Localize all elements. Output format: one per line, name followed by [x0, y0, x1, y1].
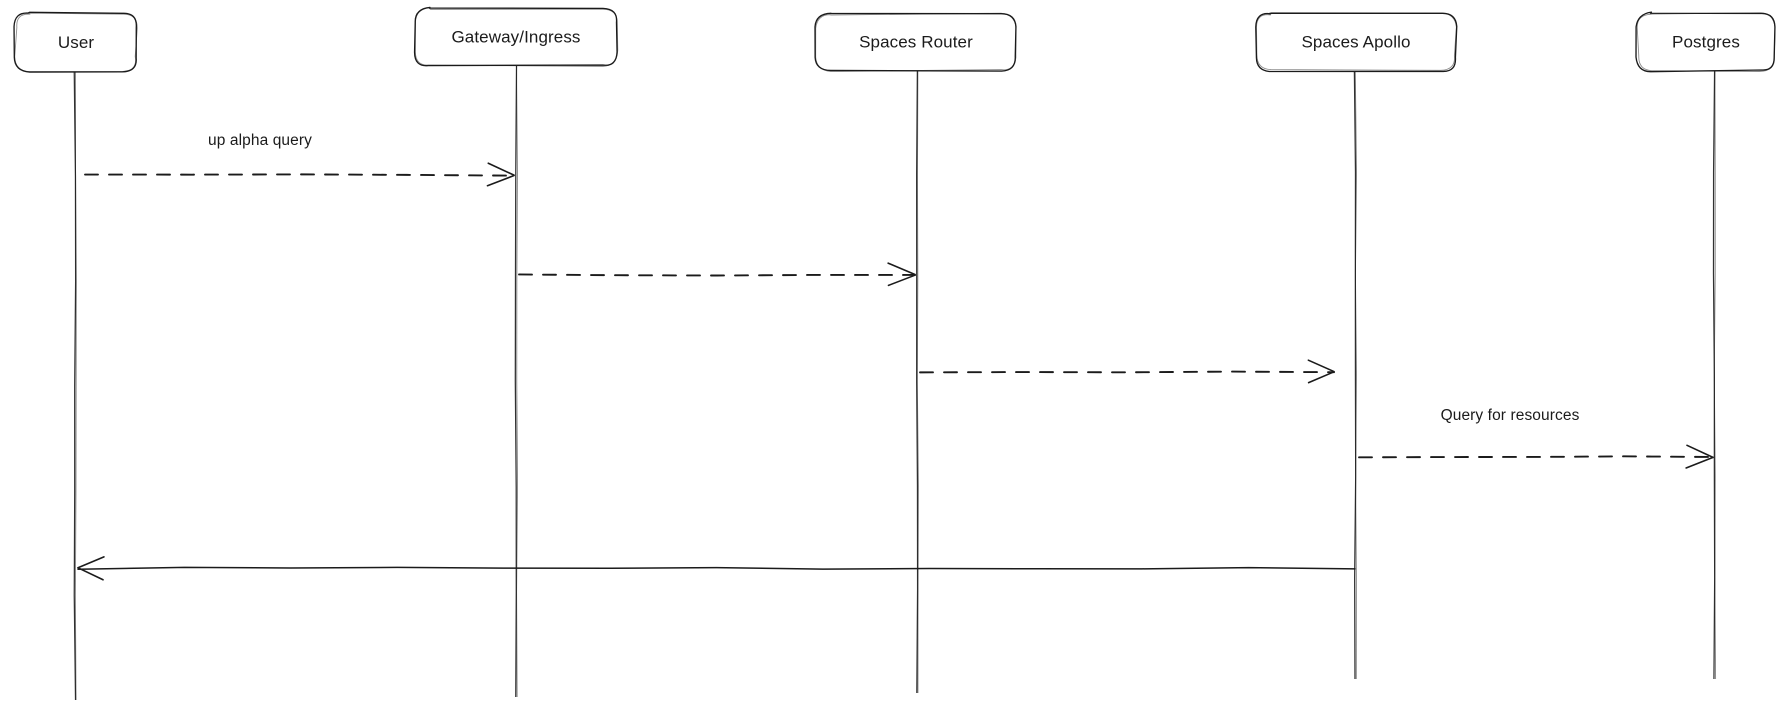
message-msg-4[interactable]: Query for resources [1358, 407, 1714, 469]
participant-spaces-apollo[interactable]: Spaces Apollo [1255, 12, 1458, 73]
participant-box-outline-secondary [1636, 12, 1776, 72]
message-line [919, 370, 1335, 374]
participant-box-outline-secondary [815, 12, 1017, 72]
lifelines-layer [73, 65, 1717, 701]
participant-box-fill [1637, 13, 1775, 71]
participant-box-outline [1255, 12, 1458, 73]
message-line [77, 566, 1356, 570]
participant-box-fill [1256, 13, 1456, 71]
participant-box-fill [816, 13, 1016, 71]
participant-box-outline-secondary [14, 12, 138, 73]
arrow-head-upper [487, 162, 515, 176]
participant-postgres[interactable]: Postgres [1635, 11, 1776, 73]
message-line [1358, 455, 1714, 459]
message-label: Query for resources [1441, 407, 1580, 424]
arrow-head-msg-1 [486, 162, 515, 187]
arrow-head-upper [1686, 444, 1714, 459]
participant-gateway-ingress[interactable]: Gateway/Ingress [413, 6, 619, 67]
message-msg-2[interactable] [518, 262, 916, 287]
lifeline-spaces-router [916, 70, 919, 694]
participant-label: Spaces Router [859, 32, 973, 51]
arrow-head-lower [887, 274, 916, 287]
arrow-head-msg-3 [1307, 359, 1335, 384]
lifeline-gateway-ingress [514, 65, 519, 698]
message-msg-5[interactable] [77, 556, 1356, 581]
message-line [518, 273, 916, 277]
participant-spaces-router[interactable]: Spaces Router [814, 12, 1017, 72]
lifeline-stroke-secondary [1354, 70, 1357, 680]
message-msg-1[interactable]: up alpha query [84, 132, 515, 187]
participants-layer: User Gateway/Ingress Spaces Router Spaces A… [13, 6, 1776, 73]
arrow-head-upper [1307, 359, 1335, 373]
arrow-head-lower [1307, 371, 1335, 384]
lifeline-stroke-secondary [516, 65, 519, 698]
participant-label: User [58, 33, 95, 52]
arrow-head-msg-5 [77, 556, 105, 581]
lifeline-stroke-secondary [1713, 70, 1717, 680]
arrow-head-msg-4 [1685, 444, 1714, 469]
arrow-head-upper [887, 262, 916, 276]
participant-user[interactable]: User [13, 11, 138, 73]
participant-box-fill [415, 8, 617, 66]
participant-label: Gateway/Ingress [451, 27, 580, 46]
arrow-head-lower [77, 567, 104, 581]
message-line [84, 173, 515, 177]
arrow-head-msg-2 [887, 262, 916, 287]
message-msg-3[interactable] [919, 359, 1335, 384]
message-label: up alpha query [208, 132, 312, 149]
participant-label: Postgres [1672, 32, 1740, 51]
arrow-head-lower [1685, 456, 1714, 469]
lifeline-stroke-secondary [74, 71, 77, 701]
lifeline-spaces-apollo [1353, 70, 1357, 680]
lifeline-postgres [1712, 70, 1717, 680]
arrow-head-upper [77, 556, 105, 569]
arrow-head-lower [486, 174, 515, 187]
lifeline-user [73, 71, 77, 701]
participant-box-outline-secondary [414, 7, 619, 67]
participant-box-fill [15, 13, 137, 72]
participant-label: Spaces Apollo [1301, 32, 1410, 51]
lifeline-stroke [1353, 70, 1357, 680]
participant-box-outline-secondary [1256, 12, 1457, 71]
lifeline-stroke-secondary [916, 70, 919, 694]
